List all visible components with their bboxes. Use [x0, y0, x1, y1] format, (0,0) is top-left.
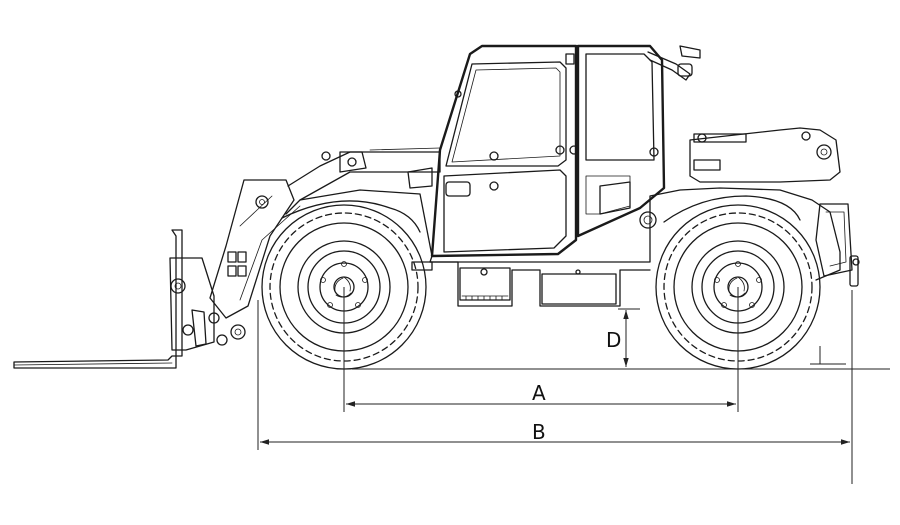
dimension-d: [618, 308, 640, 367]
dimension-label-a: A: [532, 381, 546, 405]
telescopic-boom: [209, 147, 441, 319]
ground-and-extension-lines: [257, 287, 890, 484]
dimension-label-b: B: [532, 420, 546, 444]
dimension-label-d: D: [606, 328, 621, 352]
fork-carriage: [13, 229, 246, 369]
operator-cab: [430, 44, 701, 258]
chassis: [285, 127, 860, 307]
